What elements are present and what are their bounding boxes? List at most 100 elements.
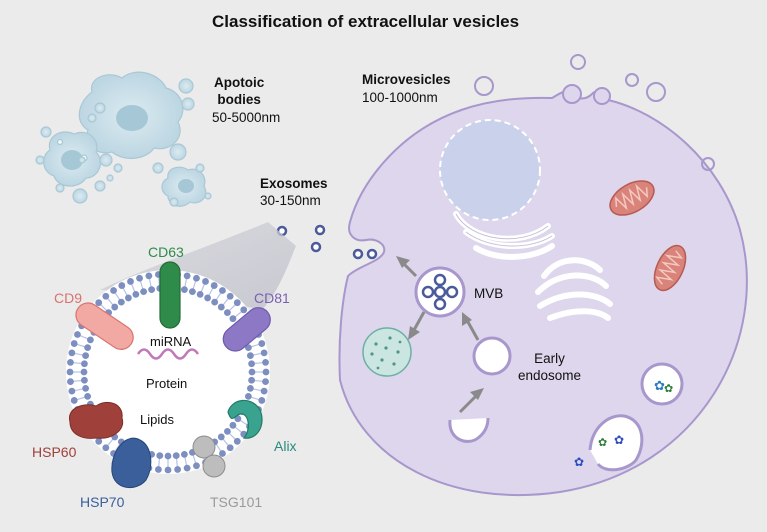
lipid-head <box>81 360 88 368</box>
lipid-head <box>248 368 256 376</box>
lipid-head <box>74 331 81 338</box>
lipid-head <box>127 278 134 285</box>
lipid-head <box>219 450 226 457</box>
lipid-head <box>211 298 219 306</box>
apoptotic-name-line1: Apotoic <box>214 75 265 90</box>
figure-title: Classification of extracellular vesicles <box>212 12 520 31</box>
lipid-tail <box>254 379 263 382</box>
lipid-head <box>132 290 140 298</box>
lipid-tail <box>73 379 82 382</box>
arrow-mvb-to-membrane <box>402 262 418 278</box>
mirna-strand <box>136 348 200 360</box>
apoptotic-bodies-name: Apotoic bodies <box>214 74 264 108</box>
lipid-head <box>260 387 268 395</box>
microvesicle <box>701 157 715 171</box>
lipid-tail <box>76 343 85 348</box>
protein-cd63 <box>159 261 181 329</box>
pathway-arrows <box>396 256 484 414</box>
svg-text:✿: ✿ <box>598 437 607 449</box>
cell-membrane <box>338 90 748 497</box>
lipid-tail <box>234 426 242 433</box>
lipid-head <box>233 437 241 445</box>
lipid-head <box>244 344 252 352</box>
lipid-head <box>110 287 117 294</box>
hsp70-label: HSP70 <box>80 494 125 510</box>
lipid-head <box>102 444 110 452</box>
protein-alix <box>227 399 263 439</box>
lipid-tail <box>74 352 83 356</box>
lipid-head <box>180 450 188 458</box>
mvb-label: MVB <box>474 286 504 301</box>
lipid-head <box>68 387 76 395</box>
lipid-head <box>193 462 200 470</box>
cd9-label: CD9 <box>54 290 83 306</box>
lipid-tail <box>158 458 161 467</box>
protein-hsp60 <box>68 402 124 439</box>
lipid-head <box>172 452 180 459</box>
svg-text:✿: ✿ <box>614 433 624 447</box>
lipid-tail <box>114 292 121 300</box>
lipid-tail <box>158 277 161 286</box>
nucleus <box>439 119 541 221</box>
lipid-head <box>117 298 125 306</box>
lipid-tail <box>200 284 205 292</box>
protein-cd81 <box>222 307 271 352</box>
early-endosome-line1: Early <box>534 351 565 366</box>
lipid-head <box>240 306 248 314</box>
lipids-label: Lipids <box>140 412 174 427</box>
lipid-tail <box>139 280 144 289</box>
lipid-tail <box>184 457 188 466</box>
exosomes-size: 30-150nm <box>260 193 321 208</box>
lipid-head <box>262 378 269 386</box>
microvesicle <box>625 73 639 87</box>
lipid-tail <box>240 419 248 426</box>
early-endosome-line2: endosome <box>518 368 582 383</box>
lipid-tail <box>148 278 152 287</box>
lipid-head <box>95 437 103 445</box>
lipid-head <box>84 344 92 352</box>
lipid-head <box>145 272 153 280</box>
protein-tsg101 <box>192 435 226 478</box>
lipid-tail <box>253 352 262 356</box>
lipid-tail <box>215 444 222 452</box>
lipid-head <box>196 290 204 298</box>
microvesicles-size: 100-1000nm <box>362 90 438 105</box>
lipid-head <box>81 376 88 384</box>
lipid-head <box>246 352 254 360</box>
lipid-tail <box>175 458 178 467</box>
lipid-head <box>180 286 188 294</box>
arrow-endosome-to-mvb <box>466 321 480 341</box>
exosomes-name: Exosomes <box>260 176 328 191</box>
lipid-head <box>262 358 269 366</box>
svg-text:✿: ✿ <box>664 383 673 395</box>
lipid-head <box>258 397 266 404</box>
lipid-head <box>183 464 191 472</box>
lipid-head <box>188 288 196 296</box>
apoptotic-nucleus-fragment <box>116 105 148 131</box>
lipid-tail <box>251 343 260 348</box>
lipid-tail <box>254 362 263 365</box>
lipid-tail <box>122 287 128 296</box>
lipid-head <box>226 292 234 300</box>
lipid-head <box>66 368 74 376</box>
lipid-head <box>174 466 182 473</box>
lipid-tail <box>107 298 114 306</box>
lipid-head <box>210 282 218 289</box>
lipid-head <box>102 292 110 300</box>
lipid-tail <box>192 455 197 464</box>
lipid-tail <box>100 304 107 311</box>
er-outline <box>455 213 553 247</box>
lipid-head <box>248 360 255 368</box>
lipid-head <box>111 303 119 311</box>
mirna-label: miRNA <box>150 334 192 349</box>
lipid-head <box>164 452 172 460</box>
lipid-head <box>244 392 252 400</box>
cargo-vesicle: ✿ ✿ <box>640 362 684 406</box>
lipid-head <box>229 315 237 323</box>
cd63-label: CD63 <box>148 244 184 260</box>
lipid-head <box>229 421 237 429</box>
golgi-apparatus <box>535 257 613 321</box>
lipid-head <box>202 278 209 285</box>
svg-text:✿: ✿ <box>654 378 665 393</box>
